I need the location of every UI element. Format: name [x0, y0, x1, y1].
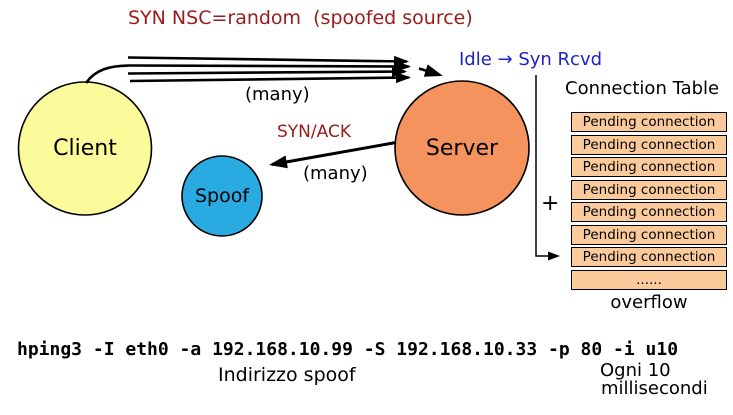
many-syn-label: (many) [245, 84, 310, 105]
state-transition-label: Idle → Syn Rcvd [459, 49, 603, 70]
synack-arrow [269, 141, 397, 169]
syn-arrow-line-3 [127, 66, 407, 78]
connection-table-title: Connection Table [565, 78, 720, 99]
client-circle [17, 81, 153, 216]
table-row: Pending connection [571, 179, 727, 200]
table-row: Pending connection [571, 202, 727, 223]
syn-arrow-line-1 [127, 55, 409, 67]
table-row: Pending connection [571, 157, 727, 178]
many-synack-label: (many) [303, 163, 368, 184]
spoof-circle [181, 155, 263, 237]
overflow-label: overflow [610, 292, 688, 313]
client-node-label: Client [53, 136, 117, 161]
table-row: Pending connection [571, 247, 727, 268]
table-row: Pending connection [571, 134, 727, 155]
diagram-title: SYN NSC=random (spoofed source) [128, 7, 473, 29]
syn-arrow-into-server [418, 64, 443, 77]
spoof-node-label: Spoof [194, 185, 250, 207]
spoof-address-annotation: Indirizzo spoof [218, 364, 356, 386]
server-node-label: Server [425, 136, 499, 161]
server-circle [394, 80, 530, 216]
hping-command: hping3 -I eth0 -a 192.168.10.99 -S 192.1… [17, 339, 679, 360]
syn-arrow-line-2 [84, 60, 411, 84]
syn-arrow-line-4 [129, 72, 411, 84]
add-connection-arrow [535, 75, 560, 261]
table-row: Pending connection [571, 224, 727, 245]
interval-annotation-line1: Ogni 10 [600, 360, 671, 381]
interval-annotation-line2: millisecondi [601, 378, 708, 399]
synack-label: SYN/ACK [277, 122, 351, 142]
table-row-dots: ...... [571, 269, 727, 290]
plus-sign: + [541, 191, 560, 216]
table-row: Pending connection [571, 112, 727, 132]
connection-table: Pending connection Pending connection Pe… [571, 112, 727, 290]
